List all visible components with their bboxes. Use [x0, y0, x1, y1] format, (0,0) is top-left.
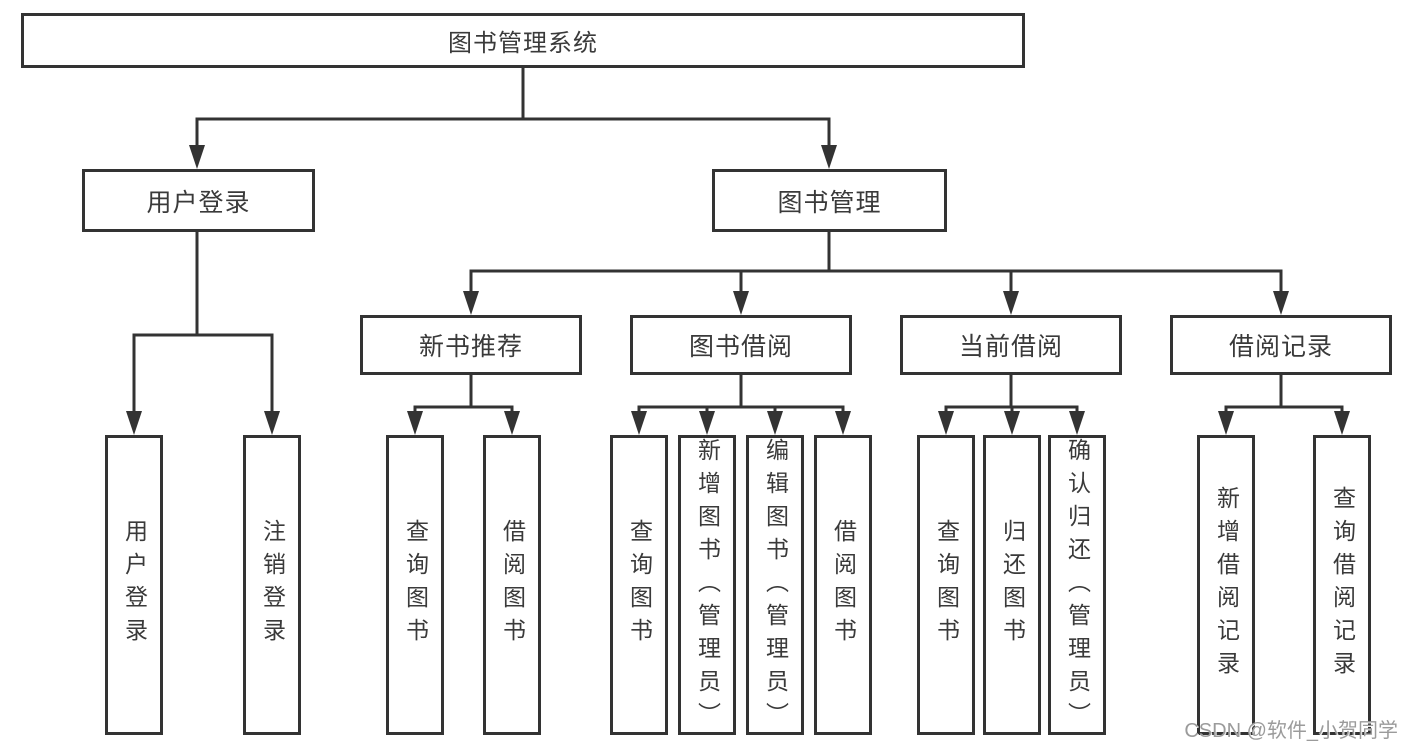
leaf-logout-label: 注销登录	[259, 519, 286, 651]
leaf-add-books-admin-label: 新增图书（管理员）	[694, 438, 721, 735]
leaf-user-login-label: 用户登录	[121, 519, 148, 651]
node-book-borrowing-label: 图书借阅	[688, 333, 793, 361]
node-book-management: 图书管理	[712, 169, 947, 232]
node-current-borrowing: 当前借阅	[900, 315, 1122, 375]
leaf-query-books-current-label: 查询图书	[933, 519, 960, 651]
node-book-management-system-label: 图书管理系统	[448, 30, 598, 57]
leaf-add-borrow-record-label: 新增借阅记录	[1213, 486, 1240, 684]
node-current-borrowing-label: 当前借阅	[958, 333, 1063, 361]
node-book-management-label: 图书管理	[777, 188, 882, 217]
node-user-login-label: 用户登录	[146, 188, 251, 217]
leaf-borrow-books-borrowing-label: 借阅图书	[830, 519, 857, 651]
leaf-query-borrow-record-label: 查询借阅记录	[1329, 486, 1356, 684]
leaf-borrow-books-borrowing: 借阅图书	[814, 435, 872, 735]
node-book-borrowing: 图书借阅	[630, 315, 852, 375]
watermark: CSDN @软件_小贺同学	[1184, 720, 1398, 742]
leaf-user-login: 用户登录	[105, 435, 163, 735]
leaf-logout: 注销登录	[243, 435, 301, 735]
leaf-confirm-return-admin-label: 确认归还（管理员）	[1064, 438, 1091, 735]
node-new-book-recommend: 新书推荐	[360, 315, 582, 375]
leaf-edit-books-admin: 编辑图书（管理员）	[746, 435, 804, 735]
leaf-return-books: 归还图书	[983, 435, 1041, 735]
node-new-book-recommend-label: 新书推荐	[418, 333, 523, 361]
node-borrowing-records-label: 借阅记录	[1228, 333, 1333, 361]
leaf-add-borrow-record: 新增借阅记录	[1197, 435, 1255, 735]
leaf-query-books-recommend-label: 查询图书	[402, 519, 429, 651]
leaf-borrow-books-recommend-label: 借阅图书	[499, 519, 526, 651]
node-borrowing-records: 借阅记录	[1170, 315, 1392, 375]
leaf-return-books-label: 归还图书	[999, 519, 1026, 651]
leaf-query-books-recommend: 查询图书	[386, 435, 444, 735]
leaf-confirm-return-admin: 确认归还（管理员）	[1048, 435, 1106, 735]
leaf-borrow-books-recommend: 借阅图书	[483, 435, 541, 735]
node-user-login: 用户登录	[82, 169, 315, 232]
leaf-edit-books-admin-label: 编辑图书（管理员）	[762, 438, 789, 735]
leaf-query-books-borrowing: 查询图书	[610, 435, 668, 735]
leaf-query-books-current: 查询图书	[917, 435, 975, 735]
node-book-management-system: 图书管理系统	[21, 13, 1025, 68]
leaf-add-books-admin: 新增图书（管理员）	[678, 435, 736, 735]
leaf-query-books-borrowing-label: 查询图书	[626, 519, 653, 651]
leaf-query-borrow-record: 查询借阅记录	[1313, 435, 1371, 735]
